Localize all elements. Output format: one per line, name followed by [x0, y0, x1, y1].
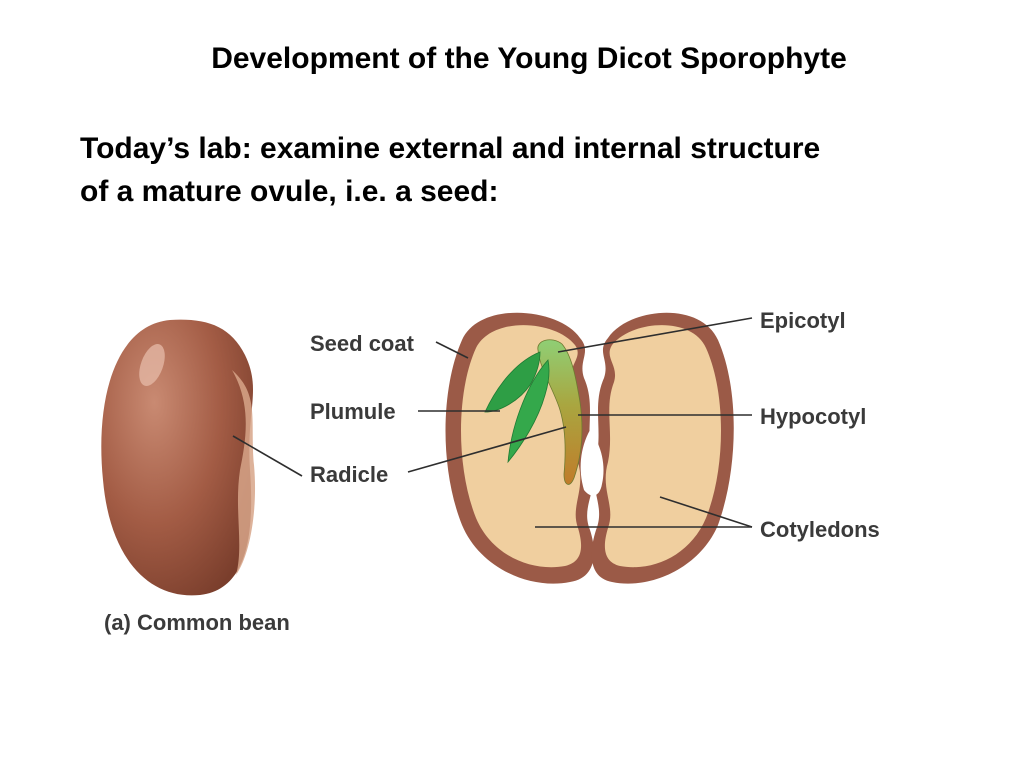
- slide-body-text: Today’s lab: examine external and intern…: [80, 127, 960, 213]
- body-line-2: of a mature ovule, i.e. a seed:: [80, 175, 499, 208]
- body-line-1: Today’s lab: examine external and intern…: [80, 132, 821, 165]
- label-seed-coat: Seed coat: [310, 331, 415, 356]
- label-plumule: Plumule: [310, 399, 396, 424]
- leader-whole-bean: [232, 435, 303, 477]
- opened-seed: [445, 312, 734, 584]
- leader-lines: [232, 317, 753, 528]
- leader-radicle: [407, 426, 567, 473]
- whole-bean: [101, 319, 256, 596]
- plumule-leaves: [484, 351, 550, 464]
- leader-seed-coat: [435, 341, 469, 359]
- label-epicotyl: Epicotyl: [760, 308, 846, 333]
- label-cotyledons: Cotyledons: [760, 517, 880, 542]
- slide-title: Development of the Young Dicot Sporophyt…: [211, 42, 847, 75]
- label-radicle: Radicle: [310, 462, 388, 487]
- leader-cotyledon-right: [659, 496, 753, 528]
- leader-epicotyl: [557, 317, 753, 353]
- label-hypocotyl: Hypocotyl: [760, 404, 866, 429]
- figure-caption: (a) Common bean: [104, 610, 290, 635]
